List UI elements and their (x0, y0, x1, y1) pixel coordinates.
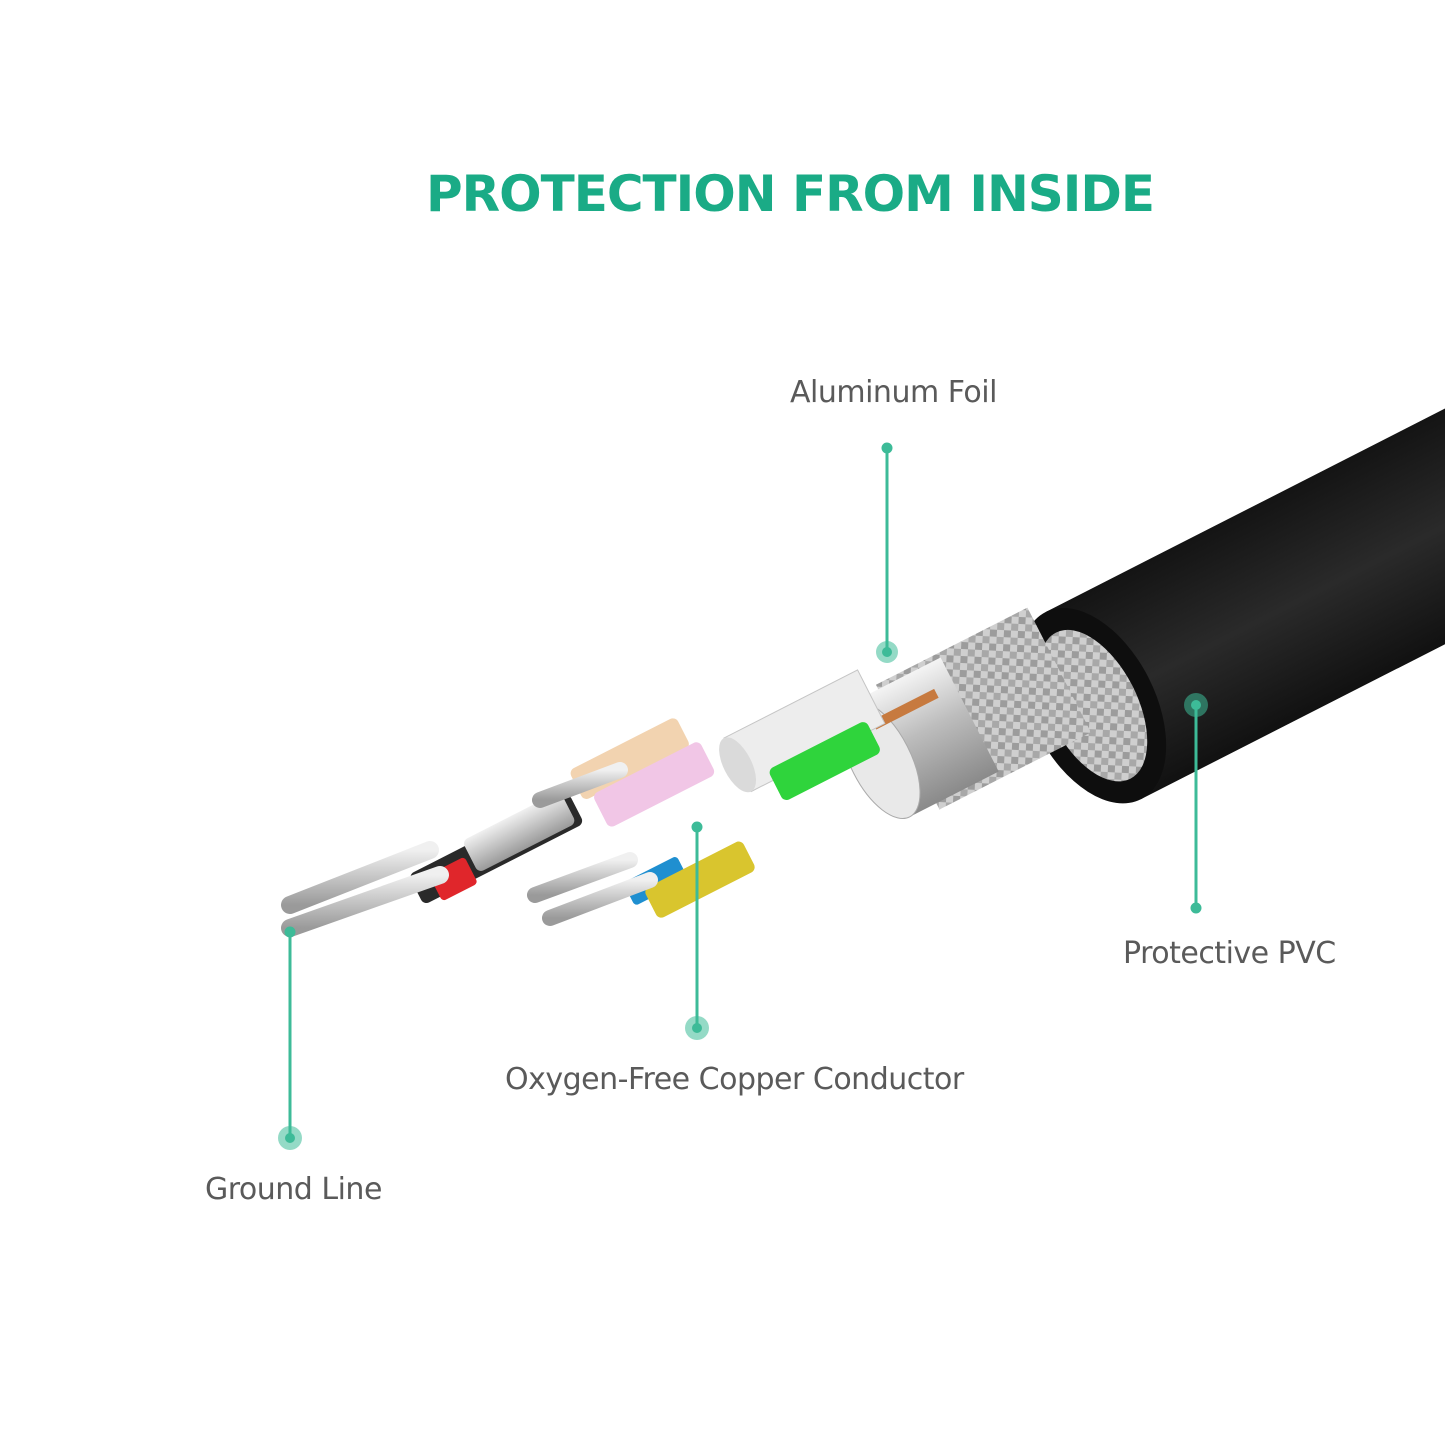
callout-aluminum-foil (876, 442, 898, 663)
callout-oxygen-free-copper-conductor (685, 821, 709, 1040)
label-oxygen-free-copper-conductor: Oxygen-Free Copper Conductor (505, 1062, 964, 1097)
label-ground-line: Ground Line (205, 1172, 382, 1207)
callout-ground-line (278, 926, 302, 1150)
bare-conductor-strands (281, 762, 658, 937)
label-aluminum-foil: Aluminum Foil (790, 375, 997, 410)
page-title: PROTECTION FROM INSIDE (425, 165, 1155, 223)
callout-lines (278, 442, 1208, 1150)
pvc-jacket (1020, 376, 1445, 804)
colored-wires (410, 718, 880, 918)
callout-protective-pvc (1184, 693, 1208, 914)
label-protective-pvc: Protective PVC (1123, 936, 1336, 971)
